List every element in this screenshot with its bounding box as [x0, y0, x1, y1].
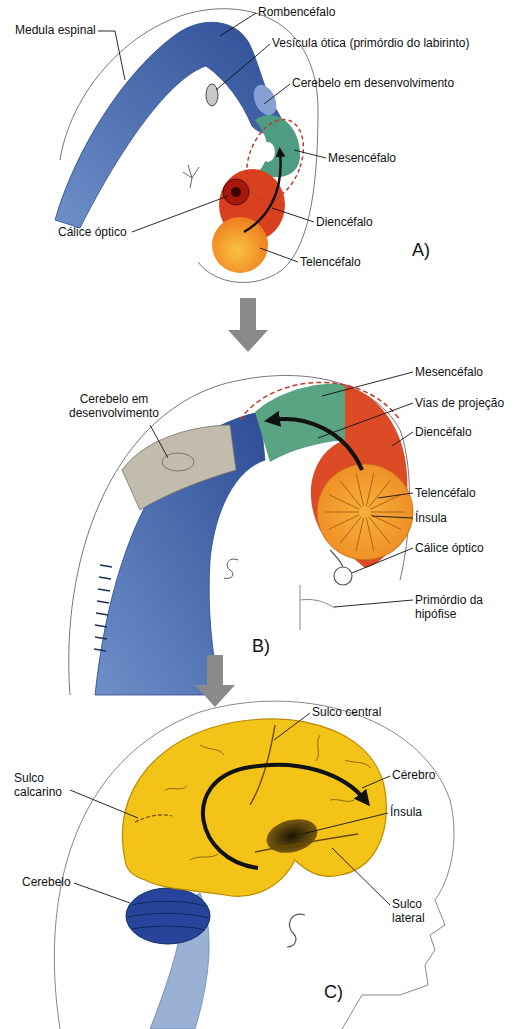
leader-line — [132, 196, 228, 232]
leader-line — [332, 848, 390, 905]
ear-primordium — [224, 559, 238, 578]
part-label: Cálice óptico — [58, 226, 158, 240]
insula-fold — [340, 517, 361, 544]
part-label: Vesícula ótica (primórdio do labirinto) — [272, 37, 524, 51]
step-arrow — [195, 655, 235, 707]
optic-cup-center — [231, 187, 241, 197]
leader-line — [294, 150, 326, 158]
leader-line — [260, 248, 298, 262]
head-outline — [54, 701, 454, 1029]
panel-letter: A) — [412, 240, 452, 261]
part-label: Sulco central — [312, 706, 432, 720]
olfactory-branch — [183, 165, 199, 188]
part-label: Mesencéfalo — [328, 152, 448, 166]
insula-fold — [371, 512, 405, 513]
gyrus-line — [165, 735, 371, 860]
part-label: Rombencéfalo — [258, 6, 378, 20]
leader-line — [274, 713, 310, 740]
insula-area — [263, 814, 322, 858]
part-label: Telencéfalo — [415, 487, 525, 501]
leader-line — [272, 208, 314, 222]
optic-cup — [334, 567, 352, 585]
leader-line — [216, 44, 270, 90]
insula-fold — [366, 473, 374, 506]
leader-line — [318, 403, 413, 438]
insula-fold — [325, 512, 359, 513]
part-label: Ínsula — [390, 806, 490, 820]
leader-line — [372, 516, 413, 518]
cerebrum — [122, 719, 386, 896]
leader-line — [392, 432, 413, 446]
leader-line — [302, 813, 388, 834]
part-label: Cerebelo em desenvolvimento — [58, 393, 170, 421]
dashed-boundary — [240, 382, 400, 420]
notch — [275, 477, 305, 533]
leader-line — [98, 31, 125, 80]
leader-line — [322, 372, 413, 396]
panel-letter: C) — [324, 982, 364, 1003]
part-label: Cerebelo — [22, 876, 102, 890]
pituitary-primordium — [300, 585, 335, 630]
leader-line — [362, 776, 390, 788]
growth-arrow — [203, 765, 365, 868]
insula-fold — [366, 518, 374, 551]
leader-line — [334, 600, 413, 607]
optic-stalk — [330, 550, 343, 567]
panel-letter: B) — [252, 636, 292, 657]
part-label: Diencéfalo — [415, 426, 525, 440]
notch — [261, 142, 275, 162]
insula-fold — [356, 473, 364, 506]
spinal-segments — [94, 565, 112, 651]
neural-tube — [95, 412, 265, 695]
part-label: Cérebro — [392, 769, 492, 783]
cerebellum-folia — [128, 901, 209, 930]
ear — [287, 914, 305, 947]
otic-vesicle — [206, 84, 218, 106]
telencephalon-region — [317, 464, 413, 560]
part-label: Primórdio da hipófise — [415, 594, 526, 622]
sulcus — [135, 815, 172, 822]
part-label: Telencéfalo — [300, 256, 420, 270]
leader-line — [70, 790, 138, 818]
telencephalon-region — [212, 217, 268, 273]
cerebellum-primordium — [122, 425, 236, 510]
step-arrow — [228, 298, 268, 352]
part-label: Medula espinal — [15, 24, 125, 38]
leader-lines — [70, 13, 413, 905]
part-label: Diencéfalo — [316, 216, 436, 230]
leader-line — [220, 13, 256, 36]
part-label: Sulco calcarino — [14, 772, 84, 800]
cerebellum-primordium — [249, 81, 281, 118]
insula-fold — [369, 481, 390, 508]
midbrain-region — [255, 115, 300, 177]
insula-fold — [340, 481, 361, 508]
leader-line — [352, 548, 413, 573]
leader-line — [264, 84, 290, 104]
leader-line — [378, 493, 413, 498]
insula-fold — [369, 517, 390, 544]
part-label: Mesencéfalo — [415, 366, 525, 380]
insula-fold — [356, 518, 364, 551]
insula-folds — [325, 473, 405, 551]
sulcus — [255, 834, 358, 852]
growth-arrow — [244, 152, 281, 232]
leader-line — [74, 883, 130, 903]
optic-cup — [223, 179, 249, 205]
insula-fold — [329, 515, 360, 530]
part-label: Cálice óptico — [415, 542, 525, 556]
insula-fold — [329, 495, 360, 510]
part-label: Vias de projeção — [415, 397, 525, 411]
cerebellum — [126, 888, 210, 944]
leader-line — [150, 425, 168, 458]
part-label: Cerebelo em desenvolvimento — [292, 77, 522, 91]
part-label: Ínsula — [415, 512, 525, 526]
part-label: Sulco lateral — [392, 898, 447, 926]
